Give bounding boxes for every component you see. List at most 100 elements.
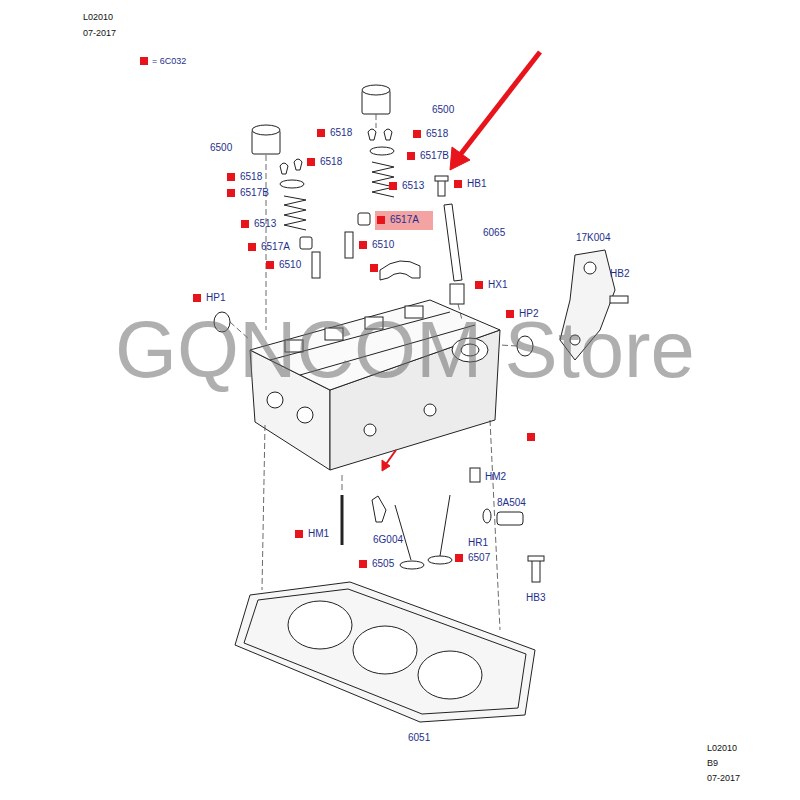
head-gasket: [235, 582, 535, 722]
pointer-arrow: [386, 450, 396, 464]
callout-number: HP1: [206, 292, 225, 304]
tappet-top: [252, 125, 280, 135]
marker: [295, 530, 303, 538]
pointer-arrowhead: [382, 460, 390, 471]
gasket-inner: [244, 589, 526, 714]
keeper: [368, 129, 376, 140]
valve-spring: [284, 196, 306, 230]
dowel: [470, 468, 480, 482]
gasket-bore: [353, 626, 417, 674]
tappet-top: [362, 85, 390, 95]
callout-number: HM2: [485, 471, 506, 483]
callout-number: HB1: [467, 178, 486, 190]
valve-seal: [300, 237, 312, 249]
marker: [377, 216, 385, 224]
callout-number: 6G004: [373, 534, 403, 546]
port: [424, 404, 436, 416]
callout-number: 6517A: [261, 241, 290, 253]
marker: [359, 241, 367, 249]
callout-number: 6518: [320, 156, 342, 168]
marker: [359, 560, 367, 568]
bearing-cap: [380, 261, 420, 280]
pointer-arrowhead: [450, 147, 470, 170]
sheet-code: 07-2017: [707, 773, 740, 783]
marker: [455, 554, 463, 562]
marker: [241, 220, 249, 228]
marker: [317, 129, 325, 137]
callout-number: HB2: [610, 268, 629, 280]
keeper: [280, 163, 288, 174]
long-bolt: [444, 204, 462, 281]
valve-stem: [440, 495, 450, 556]
callout-number: HX1: [488, 279, 507, 291]
callout-number: HR1: [468, 537, 488, 549]
callout-number: 6500: [210, 142, 232, 154]
callout-number: HB3: [526, 592, 545, 604]
callout-number: 6517B: [240, 187, 269, 199]
valve-guide: [345, 232, 353, 258]
callout-number: 8A504: [497, 497, 526, 509]
bolt-head: [435, 176, 448, 181]
callout-number: 6517B: [420, 150, 449, 162]
port: [297, 407, 313, 423]
legend: = 6C032: [140, 56, 186, 66]
callout-number: 6518: [330, 127, 352, 139]
sheet-code: B9: [707, 758, 718, 768]
marker: [475, 281, 483, 289]
marker: [307, 158, 315, 166]
marker: [227, 173, 235, 181]
gasket-bore: [288, 601, 352, 649]
callout-number: 6513: [402, 180, 424, 192]
marker: [248, 243, 256, 251]
sheet-code: L02010: [707, 743, 737, 753]
callout-number: 6510: [372, 239, 394, 251]
valve-head: [400, 561, 424, 569]
washer: [483, 509, 491, 523]
bolt-head: [528, 556, 544, 561]
valve-seal: [358, 213, 370, 225]
sensor: [372, 496, 386, 522]
oil-sensor: [497, 512, 523, 525]
callout-number: 17K004: [576, 232, 610, 244]
legend-swatch: [140, 57, 148, 65]
bolt: [532, 560, 540, 582]
pin: [341, 495, 344, 545]
leader-line: [262, 425, 265, 590]
port: [364, 424, 376, 436]
marker: [389, 182, 397, 190]
valve-head: [428, 556, 452, 564]
bolt: [610, 296, 628, 303]
marker: [454, 180, 462, 188]
marker: [527, 433, 535, 441]
callout-number: 6507: [468, 552, 490, 564]
watermark: GQNCOM Store: [115, 304, 695, 396]
sheet-code: 07-2017: [83, 28, 116, 38]
legend-text: = 6C032: [152, 56, 186, 66]
sheet-code: L02010: [83, 12, 113, 22]
marker: [227, 189, 235, 197]
valve-spring: [372, 162, 394, 197]
keeper: [294, 159, 302, 170]
callout-number: 6051: [408, 732, 430, 744]
callout-number: HM1: [308, 528, 329, 540]
valve-stem: [395, 505, 411, 560]
callout-number: 6500: [432, 104, 454, 116]
marker: [266, 261, 274, 269]
marker: [193, 294, 201, 302]
leader-line: [376, 114, 377, 128]
leader-line: [342, 475, 343, 492]
keeper: [384, 129, 392, 140]
retainer: [280, 180, 304, 188]
marker: [413, 130, 421, 138]
callout-number: 6518: [426, 128, 448, 140]
callout-number: 6513: [254, 218, 276, 230]
retainer: [370, 147, 394, 155]
marker: [370, 264, 378, 272]
valve-guide: [312, 252, 320, 278]
callout-number: 6518: [240, 171, 262, 183]
sleeve: [450, 284, 464, 304]
highlight-box: [375, 211, 433, 230]
callout-number: 6505: [372, 558, 394, 570]
port: [267, 392, 283, 408]
